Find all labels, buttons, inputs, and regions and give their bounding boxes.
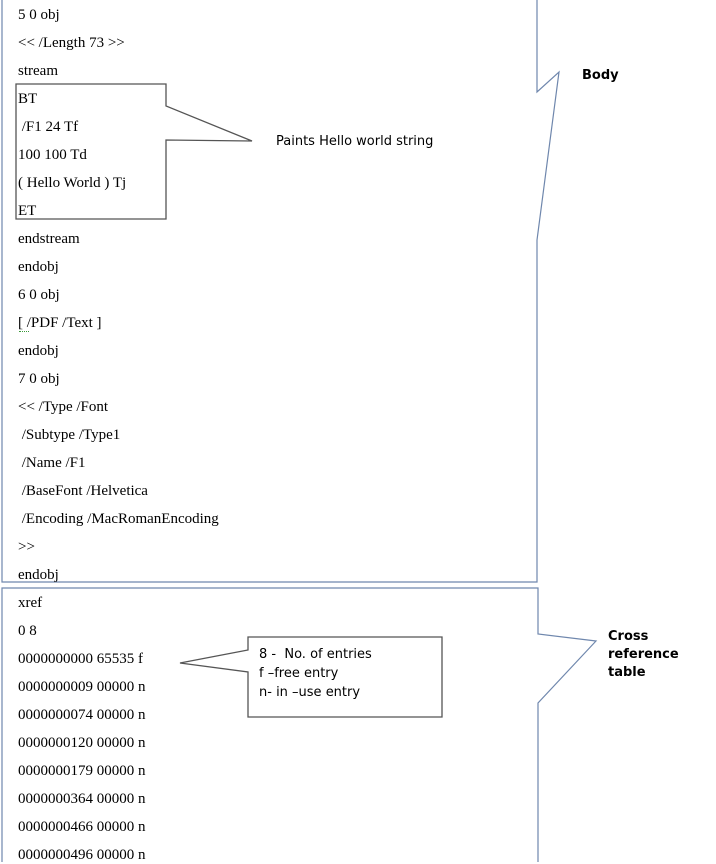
code-line: 0000000000 65535 f xyxy=(18,651,143,667)
code-line: /Encoding /MacRomanEncoding xyxy=(18,511,219,527)
code-line: 0000000074 00000 n xyxy=(18,707,146,723)
code-line: 0000000120 00000 n xyxy=(18,735,146,751)
code-line: 0000000466 00000 n xyxy=(18,819,146,835)
spellcheck-squiggle xyxy=(19,328,29,332)
code-line: endstream xyxy=(18,231,80,247)
code-line: xref xyxy=(18,595,43,611)
code-line: << /Type /Font xyxy=(18,399,109,415)
code-line: 5 0 obj xyxy=(18,7,60,23)
xref-section-border xyxy=(1,587,598,862)
code-line: endobj xyxy=(18,567,59,583)
code-line: [ /PDF /Text ] xyxy=(18,315,102,331)
body-section-label: Body xyxy=(582,68,619,83)
code-line: /BaseFont /Helvetica xyxy=(18,483,148,499)
stream-callout-text: Paints Hello world string xyxy=(276,134,434,149)
callout-line: f –free entry xyxy=(259,666,339,681)
callout-line: 8 - No. of entries xyxy=(259,647,372,662)
code-line: /Name /F1 xyxy=(18,455,86,471)
xref-section-label: Cross reference table xyxy=(608,628,716,682)
callout-line: n- in –use entry xyxy=(259,685,361,700)
body-section-border xyxy=(1,0,560,583)
xref-callout-box xyxy=(179,636,443,718)
code-line: 6 0 obj xyxy=(18,287,60,303)
code-line: ET xyxy=(18,203,37,219)
code-line: << /Length 73 >> xyxy=(18,35,125,51)
code-line: ( Hello World ) Tj xyxy=(18,175,127,191)
code-line: 100 100 Td xyxy=(18,147,87,163)
code-line: /Subtype /Type1 xyxy=(18,427,121,443)
code-line: 0000000009 00000 n xyxy=(18,679,146,695)
code-line: >> xyxy=(18,539,35,555)
stream-callout-box xyxy=(15,83,253,220)
code-line: endobj xyxy=(18,343,59,359)
code-line: /F1 24 Tf xyxy=(18,119,79,135)
code-line: 0 8 xyxy=(18,623,37,639)
code-line: 0000000496 00000 n xyxy=(18,847,146,863)
code-line: stream xyxy=(18,63,58,79)
code-line: 0000000364 00000 n xyxy=(18,791,146,807)
xref-label-line: Cross reference xyxy=(608,629,679,662)
code-line: BT xyxy=(18,91,38,107)
code-line: endobj xyxy=(18,259,59,275)
code-line: 0000000179 00000 n xyxy=(18,763,146,779)
code-line: 7 0 obj xyxy=(18,371,60,387)
xref-label-line: table xyxy=(608,665,646,680)
